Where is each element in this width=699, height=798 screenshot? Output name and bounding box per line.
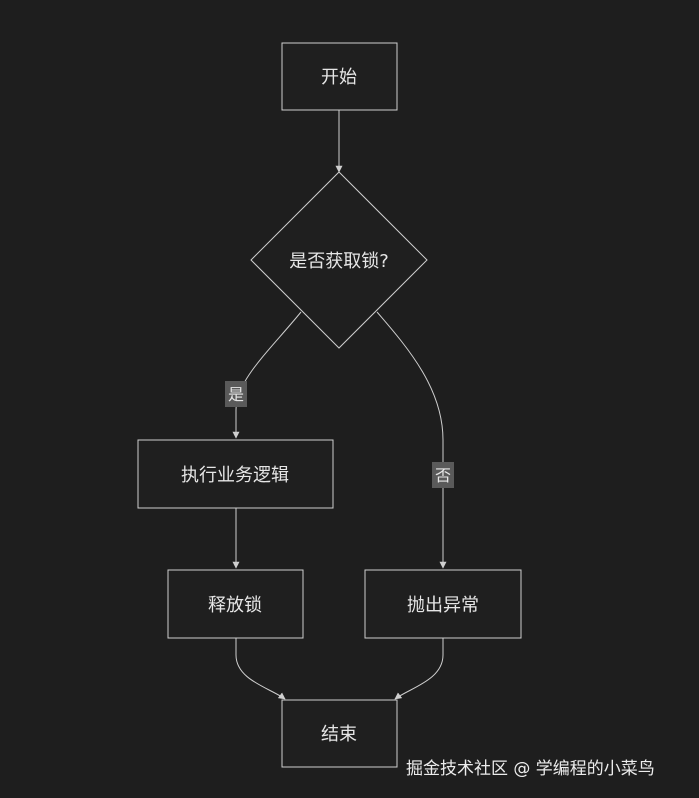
node-release-label: 释放锁 [208, 595, 262, 616]
node-end: 结束 [281, 699, 398, 768]
node-business-label: 执行业务逻辑 [181, 465, 289, 486]
node-decision: 是否获取锁? [250, 171, 428, 349]
node-start: 开始 [281, 42, 398, 111]
node-business: 执行业务逻辑 [137, 439, 334, 509]
watermark: 掘金技术社区 @ 学编程的小菜鸟 [406, 759, 655, 779]
svg-text:是: 是 [228, 385, 244, 404]
node-release: 释放锁 [167, 569, 304, 639]
edge-label-yes: 是 [225, 381, 247, 407]
node-decision-label: 是否获取锁? [289, 251, 389, 272]
edge-decision-to-business [232, 311, 302, 439]
edge-decision-to-throw [376, 311, 447, 569]
node-throw-label: 抛出异常 [407, 595, 479, 616]
edge-throw-to-end [394, 638, 444, 700]
node-start-label: 开始 [321, 67, 357, 88]
edge-label-no: 否 [432, 462, 454, 488]
svg-text:否: 否 [435, 466, 451, 485]
edge-release-to-end [235, 638, 286, 700]
node-end-label: 结束 [321, 724, 357, 745]
node-throw: 抛出异常 [364, 569, 522, 639]
